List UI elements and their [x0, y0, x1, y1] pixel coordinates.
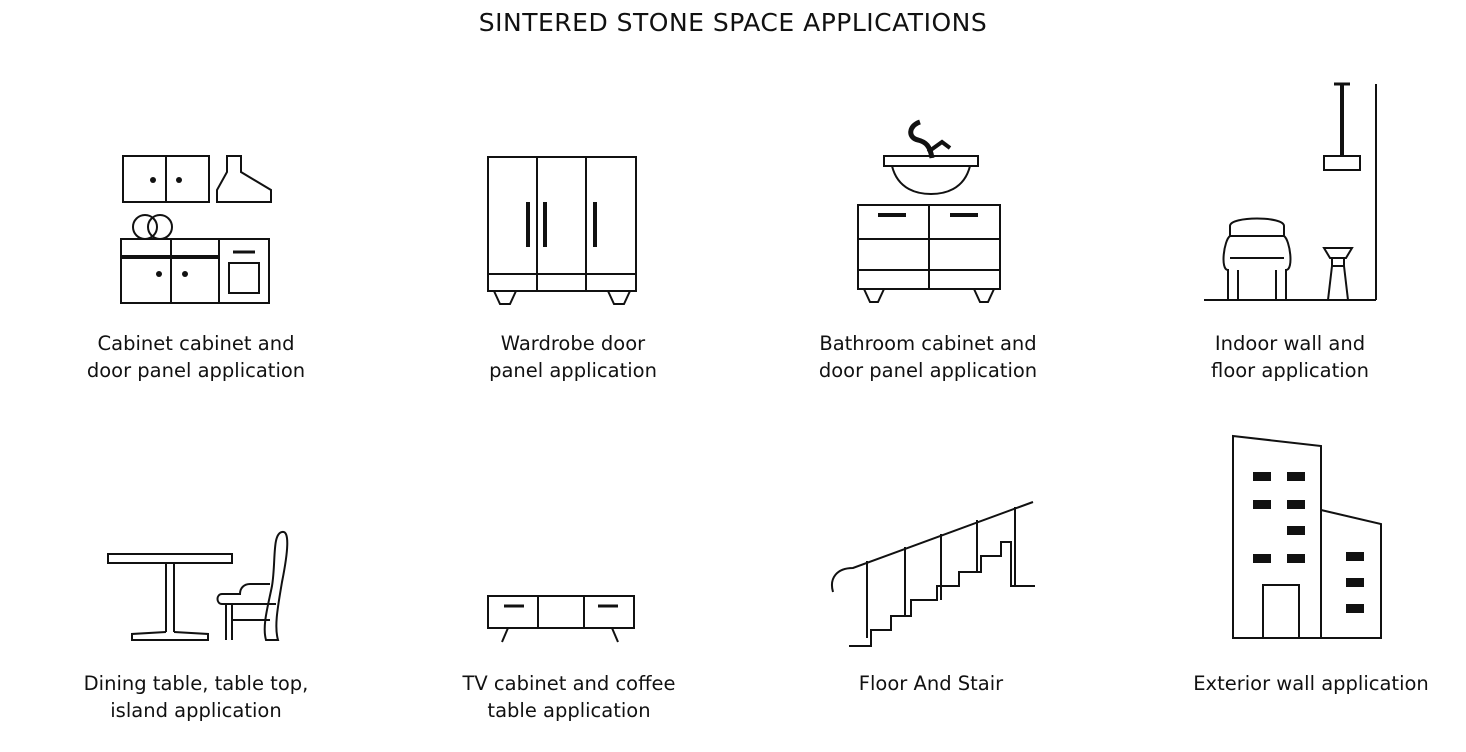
caption-line: door panel application — [86, 359, 306, 382]
caption-exterior: Exterior wall application — [1161, 670, 1461, 697]
caption-wardrobe: Wardrobe door panel application — [423, 330, 723, 384]
caption-line: Dining table, table top, — [83, 672, 309, 695]
caption-line: Bathroom cabinet and — [819, 332, 1037, 355]
caption-dining: Dining table, table top, island applicat… — [46, 670, 346, 724]
caption-line: panel application — [489, 359, 657, 382]
caption-line: Wardrobe door — [500, 332, 646, 355]
caption-stair: Floor And Stair — [781, 670, 1081, 697]
caption-line: TV cabinet and coffee — [462, 672, 676, 695]
wardrobe-icon — [487, 156, 637, 305]
building-exterior-icon — [1232, 434, 1382, 639]
caption-line: table application — [487, 699, 651, 722]
indoor-wall-floor-icon — [1204, 82, 1377, 301]
caption-line: Floor And Stair — [858, 672, 1004, 695]
caption-bathroom: Bathroom cabinet and door panel applicat… — [778, 330, 1078, 384]
page-title: SINTERED STONE SPACE APPLICATIONS — [478, 8, 988, 37]
caption-line: Indoor wall and — [1214, 332, 1366, 355]
caption-line: floor application — [1211, 359, 1369, 382]
caption-line: Exterior wall application — [1193, 672, 1429, 695]
caption-indoor: Indoor wall and floor application — [1140, 330, 1440, 384]
caption-line: Cabinet cabinet and — [97, 332, 295, 355]
kitchen-cabinet-icon — [120, 155, 272, 304]
caption-line: island application — [110, 699, 282, 722]
stair-icon — [831, 501, 1035, 647]
caption-cabinet: Cabinet cabinet and door panel applicati… — [46, 330, 346, 384]
caption-line: door panel application — [818, 359, 1038, 382]
tv-cabinet-icon — [487, 595, 635, 643]
dining-table-icon — [107, 531, 289, 641]
caption-tv: TV cabinet and coffee table application — [419, 670, 719, 724]
bathroom-cabinet-icon — [857, 119, 1001, 303]
